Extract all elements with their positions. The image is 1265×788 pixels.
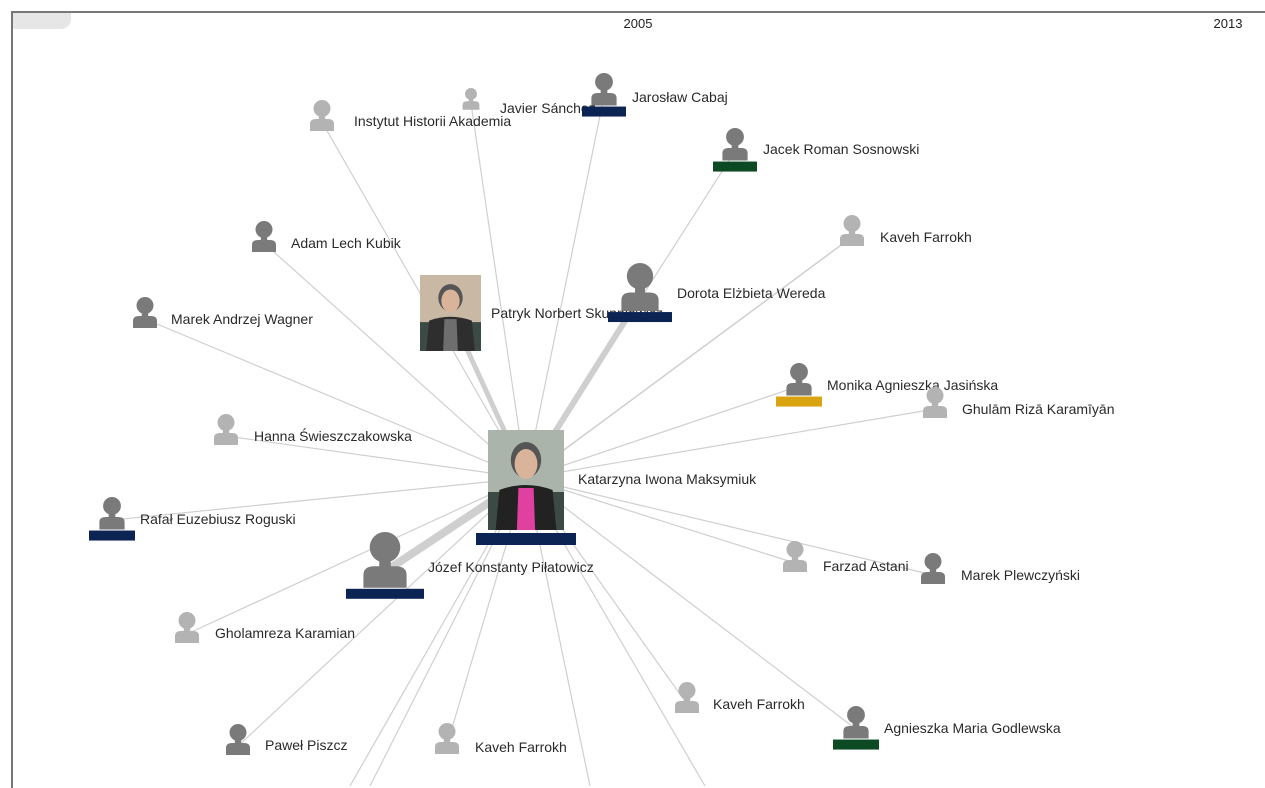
node-jaros-aw-cabaj[interactable]: Jarosław Cabaj	[582, 73, 728, 117]
node-label: Jacek Roman Sosnowski	[763, 141, 919, 157]
edge-adam-lech-kubik	[263, 242, 527, 479]
node-ghulam-riza-karamiyan[interactable]: Ghulām Rizā Karamīyān	[923, 387, 1115, 418]
node-adam-lech-kubik[interactable]: Adam Lech Kubik	[252, 221, 402, 252]
node-kaveh-farrokh[interactable]: Kaveh Farrokh	[840, 215, 972, 246]
node-pawe-piszcz[interactable]: Paweł Piszcz	[226, 724, 347, 755]
edge-farzad-astani	[525, 477, 796, 564]
person-icon	[621, 263, 659, 312]
node-agnieszka-maria-godlewska[interactable]: Agnieszka Maria Godlewska	[833, 706, 1061, 750]
status-bar	[582, 106, 626, 117]
node-hanna-swieszczakowska[interactable]: Hanna Świeszczakowska	[214, 414, 412, 445]
node-jozef-konstanty-pi-atowicz[interactable]: Józef Konstanty Piłatowicz	[346, 532, 594, 599]
person-icon	[99, 497, 125, 530]
person-icon	[840, 215, 864, 246]
status-bar	[713, 161, 757, 172]
node-label: Rafał Euzebiusz Roguski	[140, 511, 296, 527]
node-farzad-astani[interactable]: Farzad Astani	[783, 541, 909, 574]
person-icon	[175, 612, 199, 643]
status-bar	[346, 588, 424, 599]
person-icon	[786, 363, 812, 396]
portrait-photo	[420, 275, 481, 351]
node-label: Javier Sánchez	[500, 100, 596, 116]
edge-marek-andrzej-wagner	[144, 318, 527, 479]
node-dorota-elzbieta-wereda[interactable]: Dorota Elżbieta Wereda	[608, 263, 826, 323]
node-label: Paweł Piszcz	[265, 737, 347, 753]
person-icon	[310, 100, 334, 131]
node-label: Ghulām Rizā Karamīyān	[962, 401, 1115, 417]
node-center[interactable]: Katarzyna Iwona Maksymiuk	[476, 430, 757, 545]
status-bar	[89, 530, 135, 541]
status-bar	[476, 533, 576, 545]
node-monika-agnieszka-jasinska[interactable]: Monika Agnieszka Jasińska	[776, 363, 998, 407]
status-bar	[833, 739, 879, 750]
node-label: Adam Lech Kubik	[291, 235, 402, 251]
node-marek-andrzej-wagner[interactable]: Marek Andrzej Wagner	[133, 297, 313, 328]
person-icon	[843, 706, 869, 739]
edge-monika-agnieszka-jasinska	[525, 385, 800, 479]
node-label: Kaveh Farrokh	[713, 696, 805, 712]
edge-gholamreza-karamian	[186, 477, 527, 635]
edge-javier-sanchez	[470, 103, 527, 479]
node-label: Hanna Świeszczakowska	[254, 427, 412, 444]
year-label-2005: 2005	[624, 16, 653, 31]
edge-ghulam-riza-karamiyan	[525, 408, 936, 479]
node-label: Farzad Astani	[823, 558, 909, 574]
node-label: Gholamreza Karamian	[215, 625, 355, 641]
edge-rafa-euzebiusz-roguski	[111, 477, 527, 521]
node-instytut-historii-akademia[interactable]: Instytut Historii Akademia	[310, 100, 511, 131]
person-icon	[923, 387, 947, 418]
edge-jaros-aw-cabaj	[525, 95, 605, 479]
node-label: Katarzyna Iwona Maksymiuk	[578, 471, 757, 487]
node-kaveh-farrokh[interactable]: Kaveh Farrokh	[675, 682, 805, 713]
person-icon	[363, 532, 407, 588]
node-marek-plewczynski[interactable]: Marek Plewczyński	[921, 553, 1080, 584]
person-icon	[226, 724, 250, 755]
node-javier-sanchez[interactable]: Javier Sánchez	[462, 88, 596, 116]
node-label: Kaveh Farrokh	[475, 739, 567, 755]
node-label: Józef Konstanty Piłatowicz	[428, 559, 594, 575]
status-bar	[776, 396, 822, 407]
status-bar	[608, 312, 672, 323]
node-rafa-euzebiusz-roguski[interactable]: Rafał Euzebiusz Roguski	[89, 497, 296, 541]
person-icon	[133, 297, 157, 328]
node-label: Marek Plewczyński	[961, 567, 1080, 583]
edge-marek-plewczynski	[525, 477, 934, 576]
person-icon	[675, 682, 699, 713]
frame-corner-tab	[13, 13, 71, 29]
node-label: Marek Andrzej Wagner	[171, 311, 313, 327]
node-gholamreza-karamian[interactable]: Gholamreza Karamian	[175, 612, 355, 643]
person-icon	[252, 221, 276, 252]
person-icon	[214, 414, 238, 445]
edge-kaveh-farrokh	[525, 236, 853, 479]
edge-pawe-piszcz	[237, 477, 527, 747]
edge-agnieszka-maria-godlewska	[525, 477, 857, 730]
person-icon	[921, 553, 945, 584]
year-label-2013: 2013	[1214, 16, 1243, 31]
node-kaveh-farrokh[interactable]: Kaveh Farrokh	[435, 723, 567, 755]
node-label: Jarosław Cabaj	[632, 89, 728, 105]
node-jacek-roman-sosnowski[interactable]: Jacek Roman Sosnowski	[713, 128, 919, 172]
edge-hanna-swieszczakowska	[225, 435, 527, 479]
node-label: Agnieszka Maria Godlewska	[884, 720, 1061, 736]
person-icon	[435, 723, 459, 754]
person-icon	[722, 128, 748, 161]
graph-frame	[11, 11, 1265, 788]
node-label: Instytut Historii Akademia	[354, 113, 511, 129]
person-icon	[783, 541, 807, 572]
node-label: Monika Agnieszka Jasińska	[827, 377, 998, 393]
node-patryk-norbert-skupniewicz[interactable]: Patryk Norbert Skupniewicz	[420, 275, 663, 351]
person-icon	[462, 88, 480, 110]
portrait-photo	[488, 430, 564, 530]
person-icon	[591, 73, 617, 106]
node-label: Dorota Elżbieta Wereda	[677, 285, 826, 301]
node-label: Kaveh Farrokh	[880, 229, 972, 245]
